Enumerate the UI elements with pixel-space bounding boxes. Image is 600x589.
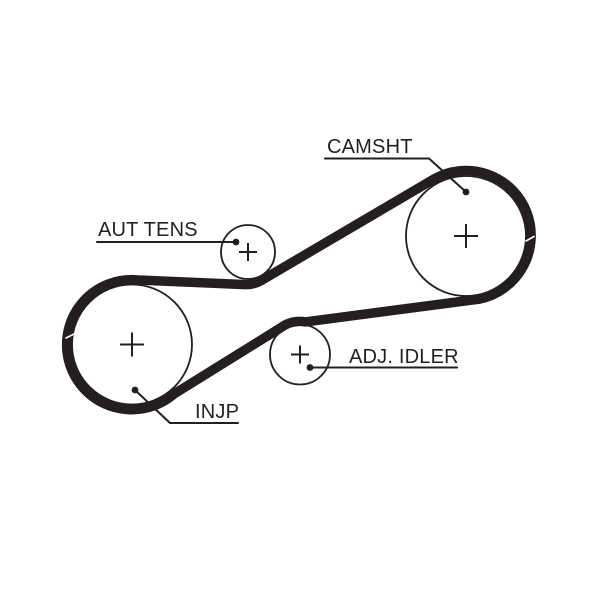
camshaft-pulley-circle <box>405 175 527 297</box>
camshaft-label: CAMSHT <box>327 136 413 158</box>
belt-joint-nick-right <box>525 235 535 242</box>
tensioner-label: AUT TENS <box>98 219 198 241</box>
injection-pump-center-cross-icon <box>120 332 144 357</box>
camshaft-leader-dot <box>462 188 470 196</box>
belt-joint-nick-left <box>65 332 77 339</box>
idler-leader-dot <box>306 364 314 371</box>
injection-pump-pulley-circle <box>71 283 193 406</box>
injection-pump-leader-line <box>134 389 239 424</box>
tensioner-pulley-circle <box>220 224 276 280</box>
injection-pump-label: INJP <box>195 401 239 423</box>
injection-pump-leader-dot <box>131 386 139 394</box>
tensioner-leader-dot <box>232 238 240 246</box>
camshaft-center-cross-icon <box>454 224 478 248</box>
idler-label: ADJ. IDLER <box>349 346 459 368</box>
timing-belt <box>61 165 536 415</box>
idler-center-cross-icon <box>291 345 309 364</box>
tensioner-center-cross-icon <box>239 243 257 261</box>
camshaft-leader-line <box>324 157 467 193</box>
